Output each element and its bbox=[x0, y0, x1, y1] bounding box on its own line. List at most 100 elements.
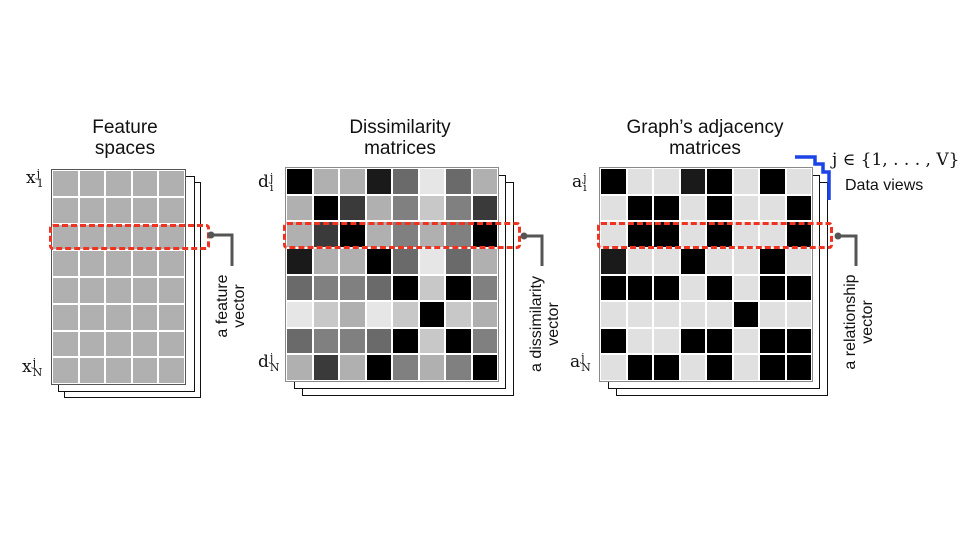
matrix-cell bbox=[680, 355, 705, 380]
matrix-cell bbox=[446, 328, 471, 354]
matrix-cell bbox=[419, 248, 444, 274]
matrix-cell bbox=[393, 275, 418, 301]
matrix-cell bbox=[786, 222, 811, 247]
matrix-cell bbox=[601, 222, 626, 247]
matrix-cell bbox=[313, 195, 338, 221]
matrix-cell bbox=[627, 222, 652, 247]
matrix-cell bbox=[53, 224, 78, 250]
matrix-cell bbox=[106, 197, 131, 223]
matrix-cell bbox=[159, 171, 184, 196]
matrix-cell bbox=[393, 169, 418, 194]
matrix-cell bbox=[366, 355, 391, 380]
matrix-cell bbox=[786, 355, 811, 380]
matrix-cell bbox=[733, 328, 758, 354]
matrix-cell bbox=[627, 195, 652, 221]
dissimilarity-title: Dissimilarity matrices bbox=[320, 117, 480, 159]
matrix-cell bbox=[472, 248, 497, 274]
matrix-cell bbox=[472, 222, 497, 247]
matrix-cell bbox=[654, 355, 679, 380]
matrix-cell bbox=[446, 248, 471, 274]
matrix-cell bbox=[654, 195, 679, 221]
matrix-cell bbox=[472, 195, 497, 221]
matrix-cell bbox=[786, 169, 811, 194]
matrix-cell bbox=[106, 224, 131, 250]
matrix-cell bbox=[287, 195, 312, 221]
matrix-cell bbox=[106, 171, 131, 196]
matrix-cell bbox=[627, 302, 652, 327]
matrix-cell bbox=[366, 275, 391, 301]
matrix-cell bbox=[287, 302, 312, 327]
dissimilarity-title-line2: matrices bbox=[364, 138, 436, 159]
dissimilarity-matrix bbox=[285, 167, 499, 382]
matrix-cell bbox=[601, 195, 626, 221]
matrix-cell bbox=[366, 222, 391, 247]
matrix-cell bbox=[106, 331, 131, 357]
matrix-cell bbox=[159, 358, 184, 383]
matrix-cell bbox=[707, 248, 732, 274]
data-views-index-set: j ∈ {1, . . . , V} bbox=[832, 150, 960, 170]
matrix-cell bbox=[159, 304, 184, 330]
matrix-cell bbox=[132, 197, 158, 223]
matrix-cell bbox=[786, 248, 811, 274]
matrix-cell bbox=[340, 169, 365, 194]
matrix-cell bbox=[159, 331, 184, 357]
matrix-cell bbox=[419, 169, 444, 194]
matrix-cell bbox=[627, 169, 652, 194]
matrix-cell bbox=[419, 222, 444, 247]
feature-matrix bbox=[51, 169, 186, 385]
matrix-cell bbox=[733, 195, 758, 221]
matrix-cell bbox=[79, 358, 105, 383]
dissimilarity-vector-label: a dissimilarity vector bbox=[528, 276, 562, 373]
matrix-cell bbox=[53, 197, 78, 223]
matrix-cell bbox=[786, 275, 811, 301]
matrix-cell bbox=[340, 195, 365, 221]
matrix-cell bbox=[287, 355, 312, 380]
matrix-cell bbox=[472, 169, 497, 194]
matrix-cell bbox=[53, 171, 78, 196]
matrix-cell bbox=[79, 197, 105, 223]
adjacency-title-line1: Graph’s adjacency bbox=[626, 117, 784, 138]
matrix-cell bbox=[159, 278, 184, 303]
matrix-cell bbox=[106, 278, 131, 303]
matrix-cell bbox=[313, 302, 338, 327]
dissimilarity-vector-highlight bbox=[283, 222, 521, 249]
feature-title-line2: spaces bbox=[94, 138, 156, 159]
matrix-cell bbox=[53, 304, 78, 330]
adjacency-vector-connector bbox=[834, 232, 858, 266]
matrix-cell bbox=[79, 304, 105, 330]
matrix-cell bbox=[287, 328, 312, 354]
matrix-cell bbox=[680, 195, 705, 221]
matrix-cell bbox=[627, 355, 652, 380]
matrix-cell bbox=[79, 278, 105, 303]
matrix-cell bbox=[601, 302, 626, 327]
data-views-bracket bbox=[795, 155, 831, 200]
matrix-cell bbox=[601, 275, 626, 301]
matrix-cell bbox=[707, 169, 732, 194]
matrix-cell bbox=[79, 224, 105, 250]
matrix-cell bbox=[680, 275, 705, 301]
matrix-cell bbox=[627, 328, 652, 354]
matrix-cell bbox=[707, 355, 732, 380]
matrix-cell bbox=[733, 355, 758, 380]
matrix-cell bbox=[472, 275, 497, 301]
matrix-cell bbox=[680, 222, 705, 247]
matrix-cell bbox=[79, 171, 105, 196]
matrix-cell bbox=[419, 355, 444, 380]
matrix-cell bbox=[393, 195, 418, 221]
matrix-cell bbox=[419, 302, 444, 327]
adjacency-vector-label: a relationship vector bbox=[842, 274, 876, 370]
matrix-cell bbox=[760, 195, 785, 221]
matrix-cell bbox=[313, 248, 338, 274]
matrix-cell bbox=[393, 355, 418, 380]
matrix-cell bbox=[79, 331, 105, 357]
matrix-cell bbox=[733, 169, 758, 194]
matrix-cell bbox=[760, 355, 785, 380]
matrix-cell bbox=[733, 248, 758, 274]
matrix-cell bbox=[159, 197, 184, 223]
matrix-cell bbox=[760, 275, 785, 301]
matrix-cell bbox=[159, 251, 184, 276]
matrix-cell bbox=[159, 224, 184, 250]
matrix-cell bbox=[366, 328, 391, 354]
matrix-cell bbox=[654, 275, 679, 301]
